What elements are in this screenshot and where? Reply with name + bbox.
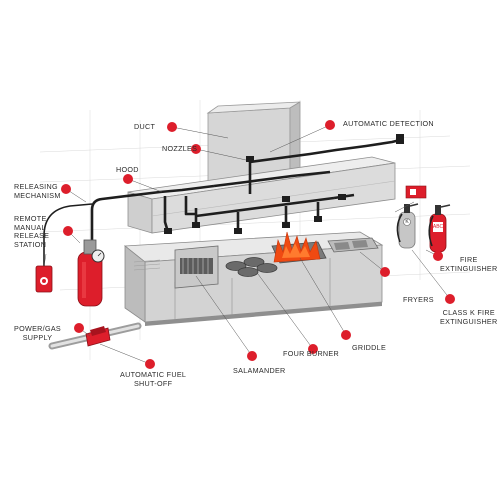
remote-manual-line-4: STATION: [14, 239, 47, 249]
fryers-marker: [380, 267, 390, 277]
power-gas-line-1: POWER/GAS: [14, 324, 62, 333]
gas-supply-line: [48, 322, 142, 350]
releasing-mechanism-line-1: RELEASING: [14, 182, 58, 191]
class-k-marker: [445, 294, 455, 304]
salamander-marker: [247, 351, 257, 361]
class-k-label: CLASS K FIRE EXTINGUISHER: [440, 308, 498, 326]
fuel-shutoff-line-1: AUTOMATIC FUEL: [120, 370, 187, 379]
hood-label: HOOD: [116, 165, 139, 174]
nozzles-label: NOZZLES: [162, 144, 198, 153]
piping-network: [90, 138, 401, 244]
nozzle-fittings: [164, 134, 404, 234]
automatic-detection-marker: [325, 120, 335, 130]
power-gas-marker: [74, 323, 84, 333]
releasing-mechanism-marker: [61, 184, 71, 194]
power-gas-supply-label: POWER/GAS SUPPLY: [14, 324, 62, 342]
agent-tank: [77, 239, 105, 307]
salamander-label: SALAMANDER: [233, 366, 286, 375]
automatic-fuel-shutoff-label: AUTOMATIC FUEL SHUT-OFF: [120, 370, 187, 388]
fire-extinguisher-line-2: EXTINGUISHER: [440, 263, 498, 273]
remote-manual-line-1: REMOTE: [14, 214, 47, 223]
fire-extinguisher-line-1: FIRE: [459, 255, 478, 264]
abc-extinguisher: [428, 204, 451, 253]
remote-manual-release-label: REMOTE MANUAL RELEASE STATION: [14, 214, 50, 249]
class-k-line-2: EXTINGUISHER: [440, 316, 498, 326]
releasing-mechanism-label: RELEASING MECHANISM: [14, 182, 61, 200]
griddle-with-flames: [271, 231, 327, 264]
fryers-unit: [327, 237, 379, 253]
nozzles-marker: [191, 144, 201, 154]
fire-extinguisher-marker: [433, 251, 443, 261]
fuel-shutoff-line-2: SHUT-OFF: [133, 378, 173, 388]
four-burner-range: [225, 257, 278, 277]
fryers-label: FRYERS: [403, 295, 434, 304]
griddle-marker: [341, 330, 351, 340]
class-k-line-1: CLASS K FIRE: [442, 308, 495, 317]
fuel-shutoff-marker: [145, 359, 155, 369]
alarm-box: [405, 185, 427, 199]
fire-extinguisher-label: FIRE EXTINGUISHER: [440, 255, 498, 273]
duct-label: DUCT: [134, 122, 156, 131]
hood-marker: [123, 174, 133, 184]
remote-manual-line-3: RELEASE: [14, 231, 50, 240]
salamander-unit: [174, 245, 219, 289]
four-burner-label: FOUR BURNER: [283, 349, 340, 358]
remote-release-marker: [63, 226, 73, 236]
four-burner-marker: [308, 344, 318, 354]
remote-station-wire: [43, 203, 93, 270]
class-k-extinguisher: [396, 203, 419, 249]
power-gas-line-2: SUPPLY: [22, 332, 53, 342]
releasing-mechanism-line-2: MECHANISM: [14, 190, 61, 200]
automatic-detection-label: AUTOMATIC DETECTION: [343, 119, 434, 128]
griddle-label: GRIDDLE: [352, 343, 387, 352]
k-tag: K: [405, 219, 409, 225]
remote-manual-line-2: MANUAL: [14, 222, 46, 232]
duct-marker: [167, 122, 177, 132]
remote-pull-station: [35, 265, 53, 293]
abc-tag: ABC: [432, 224, 444, 230]
